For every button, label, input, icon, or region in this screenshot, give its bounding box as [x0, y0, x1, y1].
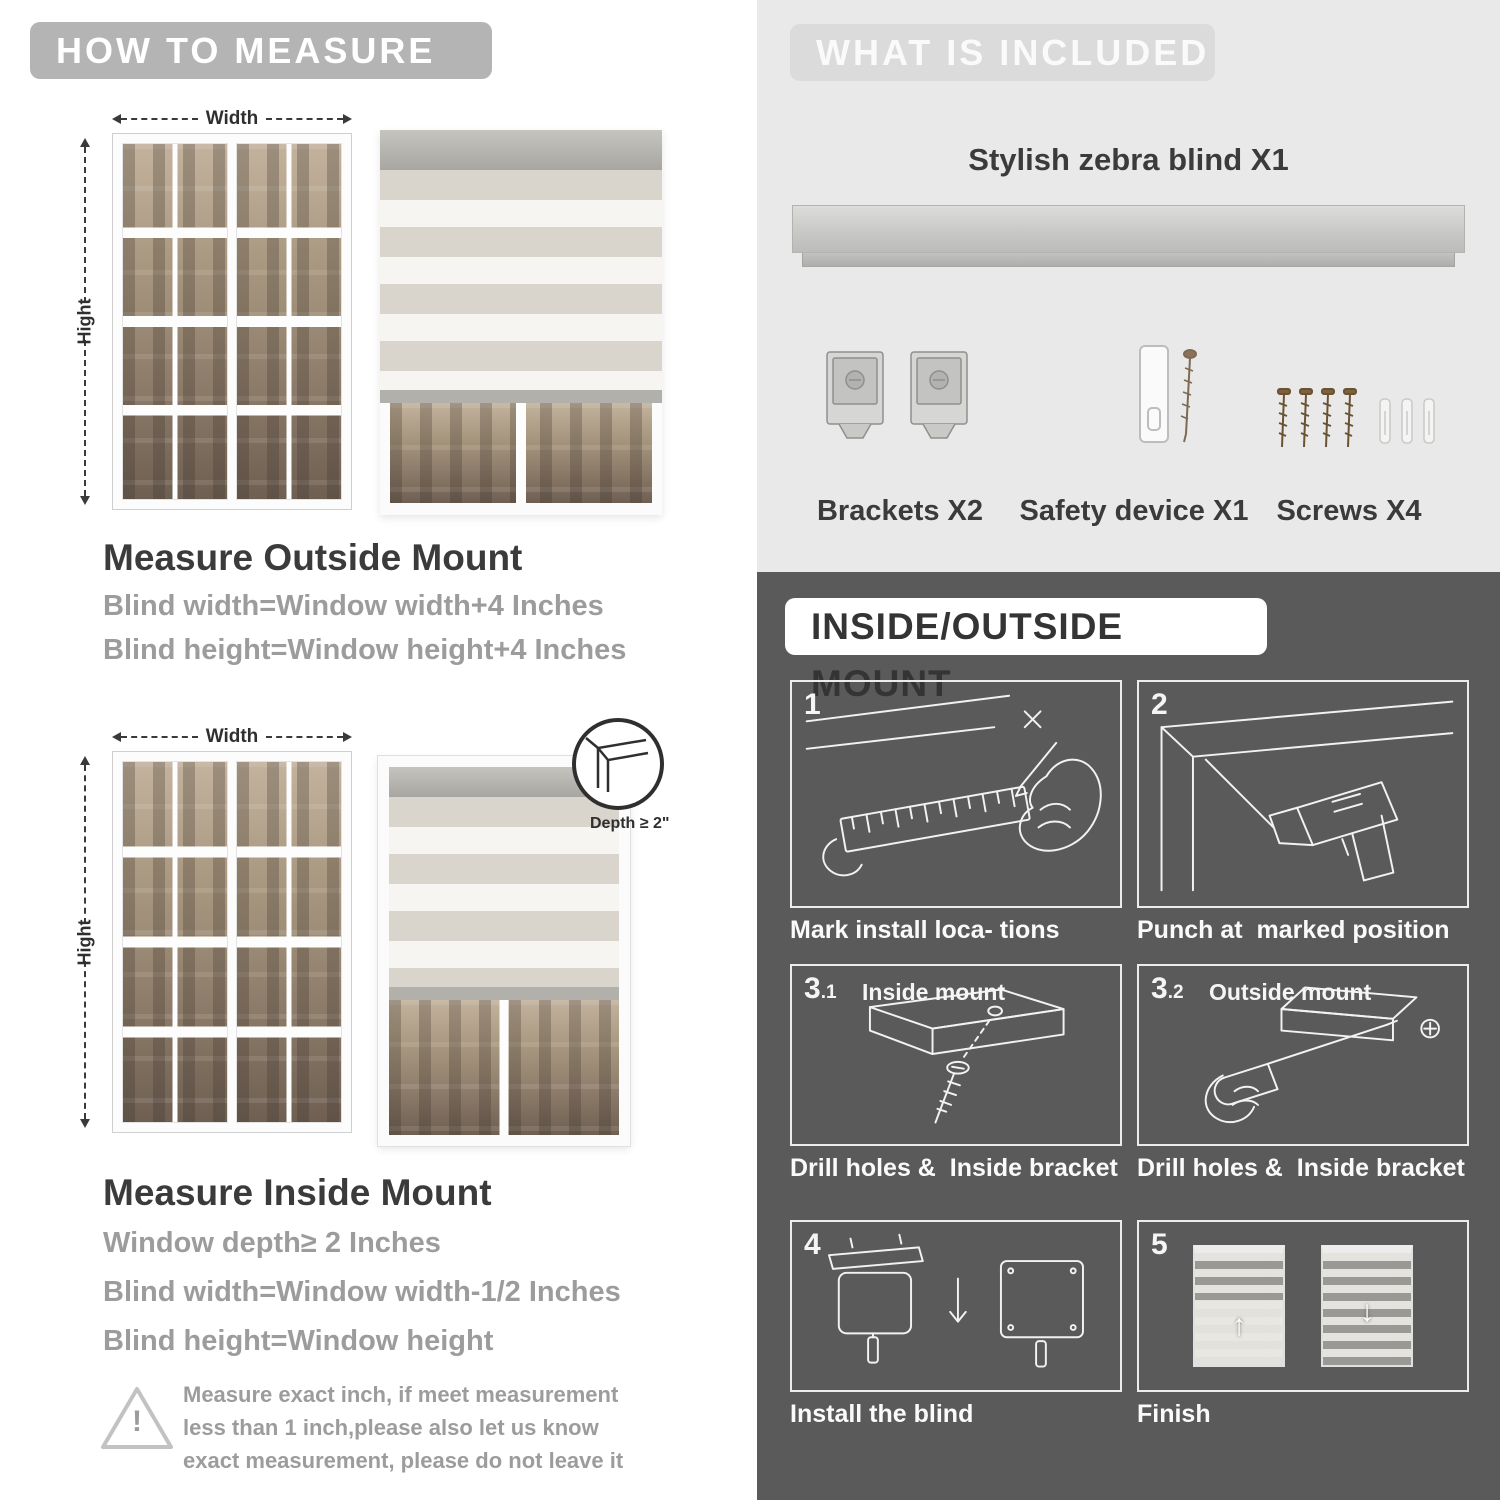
arrow-right-icon [343, 732, 352, 742]
inside-mount-rule-2: Blind width=Window width-1/2 Inches [103, 1276, 621, 1308]
window-sash [236, 143, 342, 500]
screws-icon [1277, 388, 1435, 448]
window-corner-icon [585, 737, 649, 792]
step-5-caption: Finish [1137, 1400, 1211, 1428]
window-sash [236, 761, 342, 1123]
step-number: 1 [804, 688, 821, 721]
zebra-blind-headrail-illustration [792, 205, 1465, 267]
inside-mount-rule-3: Blind height=Window height [103, 1325, 494, 1357]
blind-bottomrail [389, 987, 619, 1000]
window-peek [389, 1000, 619, 1135]
arrow-down-icon: ↓ [1359, 1295, 1375, 1328]
safety-device-icon [1139, 345, 1197, 443]
drill-illustration [1160, 700, 1454, 892]
outside-bracket-illustration [1204, 986, 1440, 1123]
what-is-included-panel: WHAT IS INCLUDED Stylish zebra blind X1 [757, 0, 1500, 572]
arrow-left-icon [112, 114, 121, 124]
measure-note: Measure exact inch, if meet measurement … [183, 1382, 624, 1473]
inside-height-dimension: Hight [75, 756, 95, 1128]
mount-instructions-panel: INSIDE/OUTSIDE MOUNT 1 Mark install loca… [757, 572, 1500, 1500]
blind-bottomrail [380, 390, 662, 403]
step-2-caption: Punch at marked position [1137, 916, 1450, 944]
window-illustration-inside [112, 751, 352, 1133]
outside-mount-heading: Measure Outside Mount [103, 537, 523, 578]
window-sash [122, 761, 228, 1123]
step-4-caption: Install the blind [790, 1400, 974, 1428]
step-number: 4 [804, 1228, 821, 1261]
step-3-1-title: Inside mount [862, 979, 1006, 1005]
mark-locations-illustration [805, 694, 1102, 877]
depth-callout-label: Depth ≥ 2" [590, 815, 670, 832]
brackets-icon [826, 351, 968, 439]
step-3-1-caption: Drill holes & Inside bracket [790, 1154, 1118, 1182]
mount-header: INSIDE/OUTSIDE MOUNT [785, 598, 1267, 704]
inside-width-dimension: Width [112, 726, 352, 747]
finish-illustration: ↑ ↓ [1139, 1222, 1467, 1390]
how-to-measure-header-label: HOW TO MEASURE [56, 30, 436, 71]
exclamation-glyph: ! [132, 1405, 142, 1438]
step-5-box: ↑ ↓ 5 [1137, 1220, 1469, 1392]
blind-headrail [380, 130, 662, 170]
warning-triangle-icon: ! [98, 1383, 176, 1453]
inside-bracket-illustration [868, 988, 1065, 1124]
step-3-1-box: 3.1 Inside mount [790, 964, 1122, 1146]
outside-height-dimension: Hight [75, 138, 95, 505]
step-number: 3.1 [804, 972, 837, 1005]
screws-label: Screws X4 [1276, 495, 1422, 527]
width-dimension-label: Width [205, 108, 259, 129]
step-1-box: 1 [790, 680, 1122, 908]
outside-mount-rule-2: Blind height=Window height+4 Inches [103, 634, 627, 666]
arrow-down-icon [80, 496, 90, 505]
depth-callout-circle [572, 718, 664, 810]
width-dimension-label: Width [205, 726, 259, 747]
window-peek [380, 403, 662, 515]
arrow-up-icon [80, 756, 90, 765]
inside-mount-rule-1: Window depth≥ 2 Inches [103, 1227, 441, 1259]
outside-width-dimension: Width [112, 108, 352, 129]
arrow-right-icon [343, 114, 352, 124]
arrow-up-icon [80, 138, 90, 147]
step-number: 2 [1151, 688, 1168, 721]
brackets-label: Brackets X2 [816, 495, 984, 527]
blind-open-diagram: ↑ [1193, 1245, 1285, 1367]
window-illustration-outside [112, 133, 352, 510]
outside-mount-rule-1: Blind width=Window width+4 Inches [103, 590, 604, 622]
zebra-blind-item-label: Stylish zebra blind X1 [968, 142, 1289, 177]
what-is-included-header: WHAT IS INCLUDED [790, 24, 1215, 81]
arrow-up-icon: ↑ [1231, 1309, 1247, 1342]
zebra-fabric [380, 170, 662, 390]
how-to-measure-header: HOW TO MEASURE [30, 22, 492, 79]
step-1-caption: Mark install loca- tions [790, 916, 1060, 944]
step-2-box: 2 [1137, 680, 1469, 908]
blind-closed-diagram: ↓ [1321, 1245, 1413, 1367]
height-dimension-label: Hight [74, 919, 95, 965]
zebra-blind-illustration-outside [380, 130, 662, 515]
arrow-down-icon [80, 1119, 90, 1128]
step-3-2-box: 3.2 Outside mount [1137, 964, 1469, 1146]
zebra-fabric [389, 797, 619, 987]
install-blind-illustration [828, 1233, 1084, 1368]
step-3-2-title: Outside mount [1209, 979, 1372, 1005]
height-dimension-label: Hight [74, 298, 95, 345]
step-4-box: 4 [790, 1220, 1122, 1392]
zebra-blind-illustration-inside [377, 755, 631, 1147]
mount-header-label: INSIDE/OUTSIDE MOUNT [811, 606, 1124, 704]
step-number: 5 [1151, 1228, 1168, 1261]
what-is-included-header-label: WHAT IS INCLUDED [816, 32, 1210, 73]
step-number: 3.2 [1151, 972, 1184, 1005]
step-3-2-caption: Drill holes & Inside bracket [1137, 1154, 1465, 1182]
safety-device-label: Safety device X1 [1019, 495, 1249, 527]
window-sash [122, 143, 228, 500]
arrow-left-icon [112, 732, 121, 742]
inside-mount-heading: Measure Inside Mount [103, 1172, 492, 1213]
